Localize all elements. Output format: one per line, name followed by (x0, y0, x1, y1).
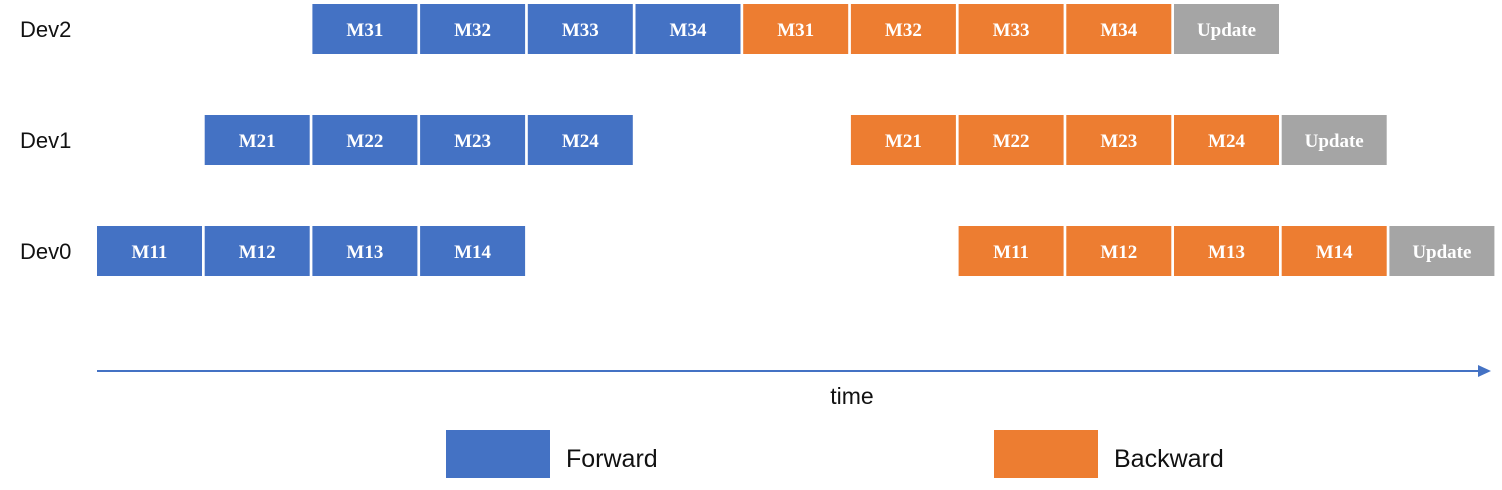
forward-block (97, 226, 202, 276)
forward-block (312, 115, 418, 165)
forward-block (312, 226, 418, 276)
block-label: M24 (1208, 131, 1245, 152)
block-label: M31 (346, 20, 383, 41)
device-row-dev2: Dev2 M31 M32 M33 M34 M31 M32 M33 M34 Update (20, 4, 1279, 54)
block-label: M33 (993, 20, 1030, 41)
block-label: M21 (239, 131, 276, 152)
forward-block (204, 226, 310, 276)
block-label: Update (1412, 242, 1471, 263)
block-label: M34 (670, 20, 707, 41)
update-block (1174, 4, 1279, 54)
block-label: M23 (1100, 131, 1137, 152)
device-label: Dev2 (20, 17, 71, 42)
legend-label-forward: Forward (566, 445, 658, 473)
time-axis-arrow-icon (1478, 365, 1491, 377)
block-label: Update (1305, 131, 1364, 152)
backward-block (958, 115, 1064, 165)
forward-block (204, 115, 310, 165)
device-row-dev0: Dev0 M11 M12 M13 M14 M11 M12 M13 M14 Update (20, 226, 1495, 276)
block-label: M32 (885, 20, 922, 41)
legend-swatch-backward (994, 430, 1098, 478)
backward-block (1174, 115, 1279, 165)
block-label: Update (1197, 20, 1256, 41)
backward-block (850, 4, 956, 54)
block-label: M34 (1100, 20, 1137, 41)
time-axis-label: time (830, 383, 873, 409)
forward-block (420, 226, 526, 276)
device-row-dev1: Dev1 M21 M22 M23 M24 M21 M22 M23 M24 Update (20, 115, 1387, 165)
block-label: M13 (346, 242, 383, 263)
legend-label-backward: Backward (1114, 445, 1224, 473)
block-label: M14 (454, 242, 491, 263)
device-label: Dev1 (20, 128, 71, 153)
block-label: M22 (346, 131, 383, 152)
block-label: M22 (993, 131, 1030, 152)
backward-block (743, 4, 849, 54)
block-label: M31 (777, 20, 814, 41)
block-label: M12 (1100, 242, 1137, 263)
forward-block (527, 4, 633, 54)
forward-block (312, 4, 418, 54)
block-label: M11 (132, 242, 168, 263)
backward-block (1066, 226, 1172, 276)
backward-block (1066, 115, 1172, 165)
block-label: M33 (562, 20, 599, 41)
backward-block (958, 226, 1064, 276)
backward-block (1281, 226, 1387, 276)
block-label: M12 (239, 242, 276, 263)
block-label: M32 (454, 20, 491, 41)
forward-block (635, 4, 741, 54)
backward-block (850, 115, 956, 165)
forward-block (527, 115, 633, 165)
update-block (1389, 226, 1495, 276)
backward-block (1174, 226, 1279, 276)
legend-swatch-forward (446, 430, 550, 478)
block-label: M14 (1316, 242, 1353, 263)
block-label: M23 (454, 131, 491, 152)
device-label: Dev0 (20, 239, 71, 264)
forward-block (420, 4, 526, 54)
backward-block (958, 4, 1064, 54)
block-label: M11 (993, 242, 1029, 263)
block-label: M21 (885, 131, 922, 152)
backward-block (1066, 4, 1172, 54)
block-label: M24 (562, 131, 599, 152)
time-axis: time (97, 365, 1491, 409)
update-block (1281, 115, 1387, 165)
block-label: M13 (1208, 242, 1245, 263)
forward-block (420, 115, 526, 165)
legend: Forward Backward (446, 430, 1224, 478)
